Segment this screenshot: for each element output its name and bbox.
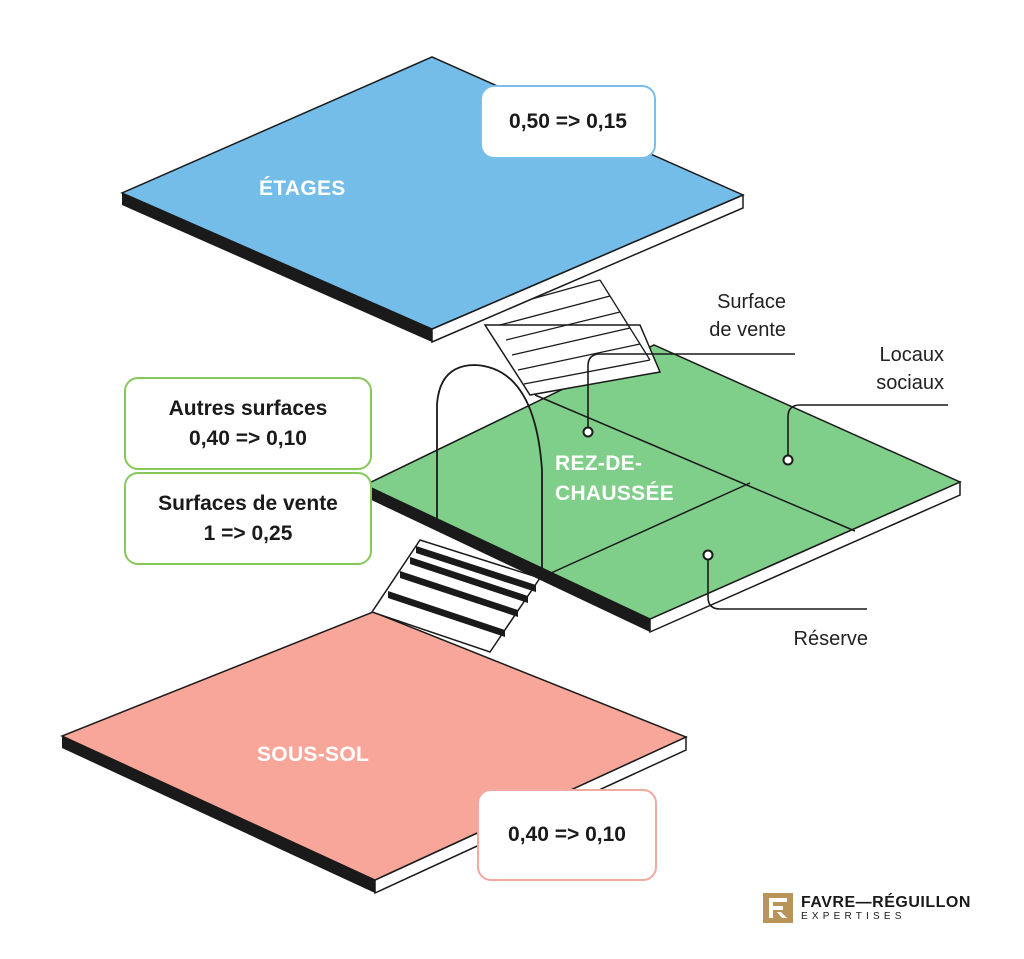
autres-surfaces-box: Autres surfaces 0,40 => 0,10 bbox=[124, 377, 372, 470]
etages-top bbox=[120, 56, 745, 330]
autres-surfaces-title: Autres surfaces bbox=[168, 396, 328, 420]
sous-sol-top bbox=[60, 611, 688, 881]
stairs-upper bbox=[483, 279, 662, 396]
logo-tagline: EXPERTISES bbox=[801, 911, 906, 922]
surfaces-vente-coefficient: 1 => 0,25 bbox=[203, 521, 293, 545]
etages-plate bbox=[120, 56, 745, 344]
etages-label: ÉTAGES bbox=[259, 177, 346, 200]
callout-dots bbox=[582, 426, 794, 561]
logo-text: FAVRE—RÉGUILLON EXPERTISES bbox=[801, 894, 971, 922]
logo-name: FAVRE—RÉGUILLON bbox=[801, 894, 971, 911]
etages-coefficient: 0,50 => 0,15 bbox=[509, 110, 627, 133]
sous-sol-label: SOUS-SOL bbox=[257, 743, 370, 766]
rez-plate bbox=[363, 344, 962, 634]
logo-mark-icon bbox=[763, 893, 793, 923]
surfaces-vente-title: Surfaces de vente bbox=[158, 491, 338, 515]
sous-sol-coefficient-box: 0,40 => 0,10 bbox=[477, 789, 657, 881]
company-logo: FAVRE—RÉGUILLON EXPERTISES bbox=[763, 893, 971, 923]
callout-surface-vente: Surface de vente bbox=[709, 291, 786, 341]
callout-locaux-sociaux: Locaux sociaux bbox=[876, 344, 944, 394]
etages-coefficient-box: 0,50 => 0,15 bbox=[480, 85, 656, 159]
surfaces-vente-box: Surfaces de vente 1 => 0,25 bbox=[124, 472, 372, 565]
rez-label: REZ-DE- CHAUSSÉE bbox=[555, 449, 674, 509]
callout-reserve: Réserve bbox=[793, 628, 868, 650]
rez-label-line2: CHAUSSÉE bbox=[555, 482, 675, 505]
stairs-lower bbox=[370, 539, 542, 653]
autres-surfaces-coefficient: 0,40 => 0,10 bbox=[189, 426, 307, 450]
rez-top bbox=[363, 344, 962, 620]
sous-sol-coefficient: 0,40 => 0,10 bbox=[508, 823, 626, 846]
rez-label-line1: REZ-DE- bbox=[555, 452, 643, 475]
callout-lines bbox=[587, 353, 948, 610]
